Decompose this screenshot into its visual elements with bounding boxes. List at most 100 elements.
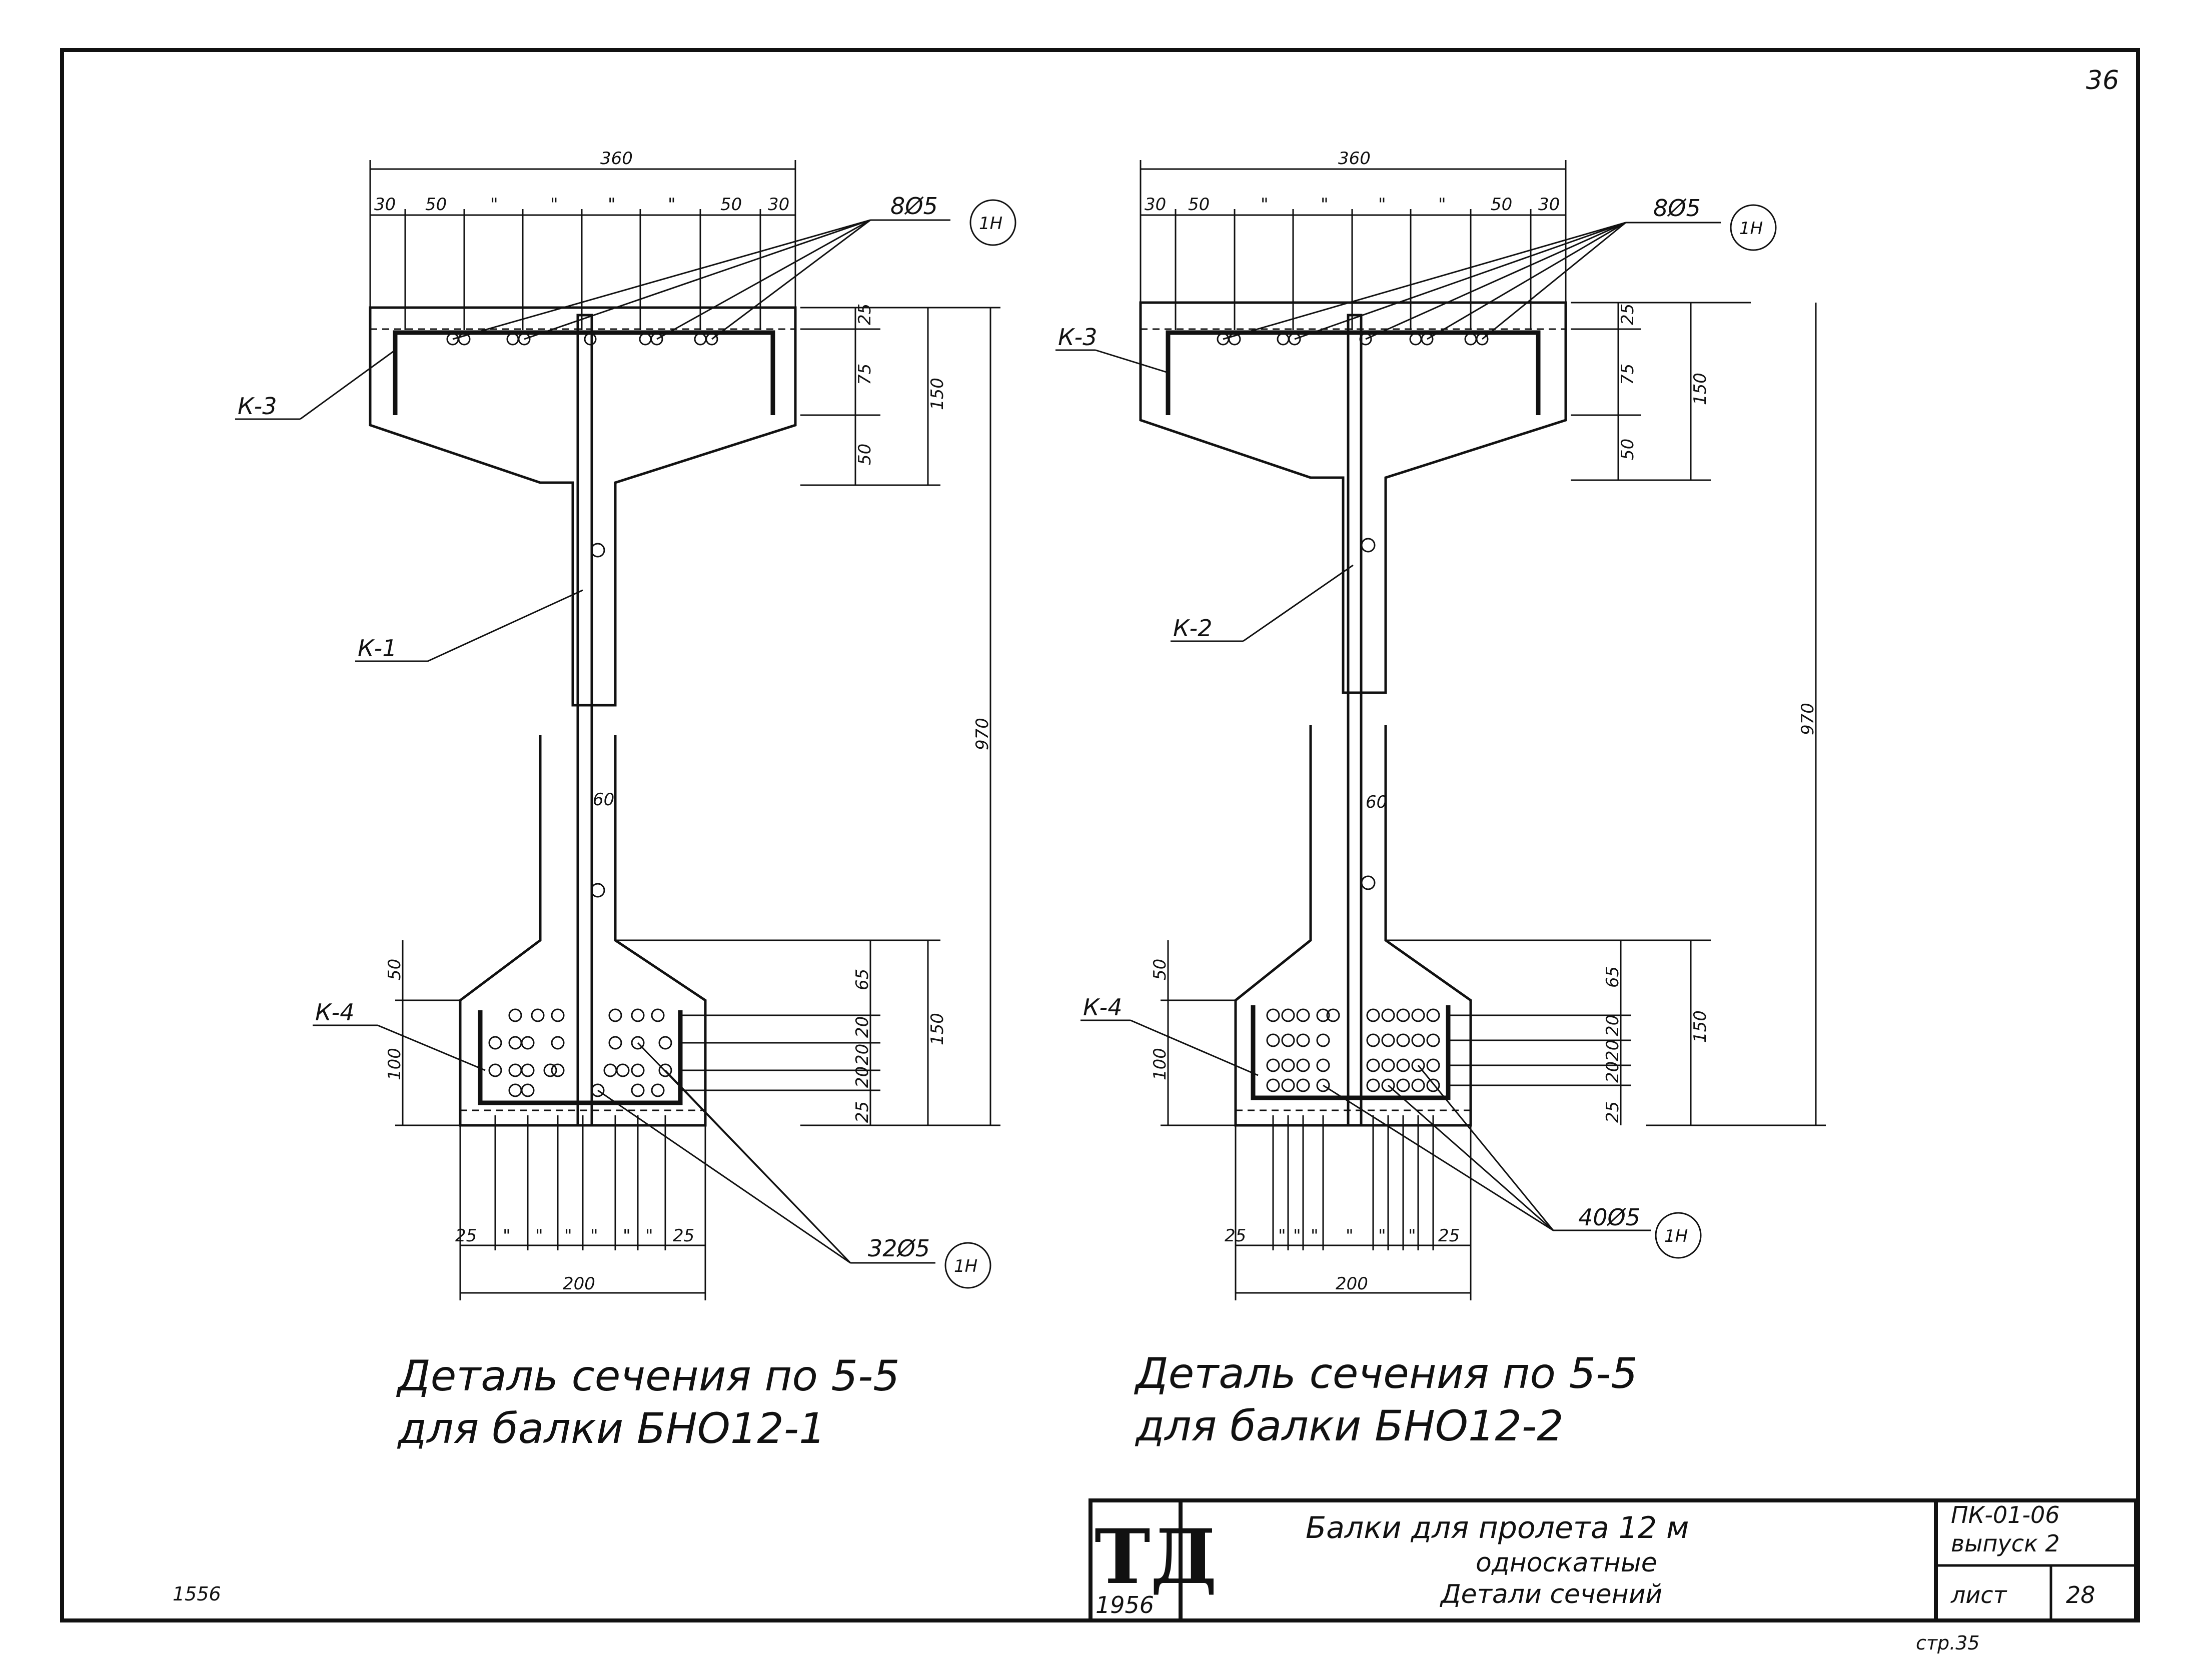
chain-bottom-1: 25 — [455, 1226, 477, 1246]
callout-top-mark: 1Н — [979, 214, 1002, 234]
chain-bottom-4: " — [1311, 1226, 1319, 1246]
stamp-year: 1956 — [1096, 1591, 1154, 1618]
beam-outline-top — [1139, 301, 1567, 694]
dim-top-chain: 30 50 " " " " 50 30 — [374, 195, 789, 330]
title-line-2: односкатные — [1476, 1548, 1657, 1578]
chain-bottom-3: " — [535, 1226, 543, 1246]
dim-bottom-width: 200 — [563, 1274, 595, 1294]
chain-bottom-2: " — [503, 1226, 511, 1246]
callout-bottom-mark: 1Н — [954, 1256, 977, 1276]
page-note: стр.35 — [1916, 1632, 1980, 1654]
bottom-right-dim-2: 20 — [852, 1016, 872, 1038]
section-detail-1: 360 30 50 " " " " 50 30 — [235, 149, 1016, 1453]
beam-outline-bottom — [459, 735, 707, 1127]
bottom-left-dim-2: 100 — [1150, 1048, 1170, 1080]
chain-bottom-8: 25 — [673, 1226, 694, 1246]
chain-bottom-2: " — [1278, 1226, 1286, 1246]
label-web: К-1 — [358, 635, 397, 662]
callout-top-mark: 1Н — [1739, 219, 1763, 239]
web-cage-k1 — [576, 314, 593, 1127]
chain-bottom-5: " — [1346, 1226, 1354, 1246]
bottom-right-dim-2: 20 — [1603, 1015, 1623, 1036]
caption-line-2: для балки БНО12-2 — [1135, 1401, 1564, 1450]
chain-top-1: 30 — [374, 195, 396, 215]
flange-dim-2: 75 — [855, 364, 875, 385]
flange-dim-1: 25 — [855, 304, 875, 325]
callout-bottom-text: 40Ø5 — [1578, 1204, 1640, 1231]
chain-top-3: " — [490, 195, 498, 215]
chain-bottom-7: " — [645, 1226, 653, 1246]
dim-top-width: 360 — [600, 149, 633, 169]
bottom-right-dim-1: 65 — [852, 969, 872, 990]
chain-top-5: " — [1378, 195, 1386, 215]
label-web: К-2 — [1173, 615, 1213, 642]
chain-bottom-1: 25 — [1225, 1226, 1246, 1246]
chain-bottom-4: " — [564, 1226, 572, 1246]
chain-top-5: " — [608, 195, 616, 215]
bottom-right-dim-4: 20 — [852, 1066, 872, 1088]
flange-dim-2: 75 — [1618, 364, 1638, 385]
margin-note: 1556 — [173, 1583, 221, 1605]
section-detail-2: 360 30 50 " " " " 50 30 — [1055, 149, 1826, 1450]
chain-bottom-8: 25 — [1438, 1226, 1460, 1246]
chain-top-1: 30 — [1145, 195, 1166, 215]
chain-bottom-5: " — [590, 1226, 598, 1246]
bottom-right-dim-1: 65 — [1603, 966, 1623, 988]
chain-bottom-3: " — [1293, 1226, 1301, 1246]
flange-total: 150 — [927, 378, 947, 410]
sheet-label: лист — [1950, 1581, 2007, 1608]
flange-dim-3: 50 — [855, 444, 875, 465]
bottom-cage-k4 — [1251, 1005, 1451, 1100]
caption-line-1: Деталь сечения по 5-5 — [396, 1351, 900, 1400]
top-bars — [1217, 333, 1489, 346]
bottom-bars — [1266, 1008, 1440, 1092]
callout-bottom-text: 32Ø5 — [868, 1235, 930, 1262]
total-height: 970 — [972, 718, 992, 750]
callout-bottom-mark: 1Н — [1664, 1226, 1688, 1246]
top-cage-k3 — [1166, 330, 1541, 415]
chain-top-7: 50 — [1491, 195, 1512, 215]
sheet-number: 28 — [2066, 1581, 2095, 1608]
dim-top-chain: 30 50 " " " " 50 30 — [1145, 195, 1560, 330]
bottom-right-dim-3: 20 — [1603, 1040, 1623, 1061]
chain-top-7: 50 — [720, 195, 742, 215]
top-bars — [446, 333, 718, 346]
doc-issue: выпуск 2 — [1951, 1530, 2060, 1557]
chain-top-3: " — [1261, 195, 1269, 215]
title-line-3: Детали сечений — [1440, 1579, 1662, 1609]
title-line-1: Балки для пролета 12 м — [1306, 1510, 1689, 1545]
flange-total: 150 — [1690, 373, 1710, 405]
web-width: 60 — [1366, 792, 1387, 812]
web-width: 60 — [593, 790, 614, 810]
bottom-right-dim-5: 25 — [1603, 1101, 1623, 1123]
bottom-left-dim-1: 50 — [1150, 959, 1170, 980]
chain-bottom-6: " — [1378, 1226, 1386, 1246]
bottom-total: 150 — [927, 1013, 947, 1045]
dim-bottom-chain: 25 " " " " " " 25 200 — [1225, 1115, 1472, 1300]
flange-dim-3: 50 — [1618, 439, 1638, 460]
chain-top-4: " — [550, 195, 558, 215]
bottom-right-dim-5: 25 — [852, 1101, 872, 1123]
bottom-right-dim-4: 20 — [1603, 1061, 1623, 1083]
dim-top-width: 360 — [1338, 149, 1371, 169]
web-cage-k2 — [1347, 314, 1363, 1127]
dim-bottom-width: 200 — [1336, 1274, 1368, 1294]
bottom-cage-k4 — [478, 1010, 683, 1105]
label-top-cage: К-3 — [1058, 324, 1098, 351]
total-height: 970 — [1798, 703, 1818, 735]
bottom-right-dim-3: 20 — [852, 1044, 872, 1065]
bottom-bars — [488, 1008, 672, 1097]
title-block: ТД 1956 Балки для пролета 12 м односкатн… — [1088, 1498, 2138, 1622]
dim-bottom-chain: 25 " " " " " " 25 200 — [455, 1115, 706, 1300]
beam-outline-top — [369, 306, 797, 707]
callout-bottom: 32Ø5 1Н — [597, 1042, 991, 1289]
chain-top-8: 30 — [1538, 195, 1560, 215]
chain-bottom-6: " — [623, 1226, 631, 1246]
flange-dim-1: 25 — [1618, 304, 1638, 325]
chain-top-2: 50 — [425, 195, 447, 215]
chain-top-6: " — [668, 195, 676, 215]
callout-top: 8Ø5 1Н — [452, 193, 1016, 340]
bottom-left-dim-1: 50 — [385, 959, 405, 980]
caption-line-1: Деталь сечения по 5-5 — [1134, 1349, 1638, 1398]
